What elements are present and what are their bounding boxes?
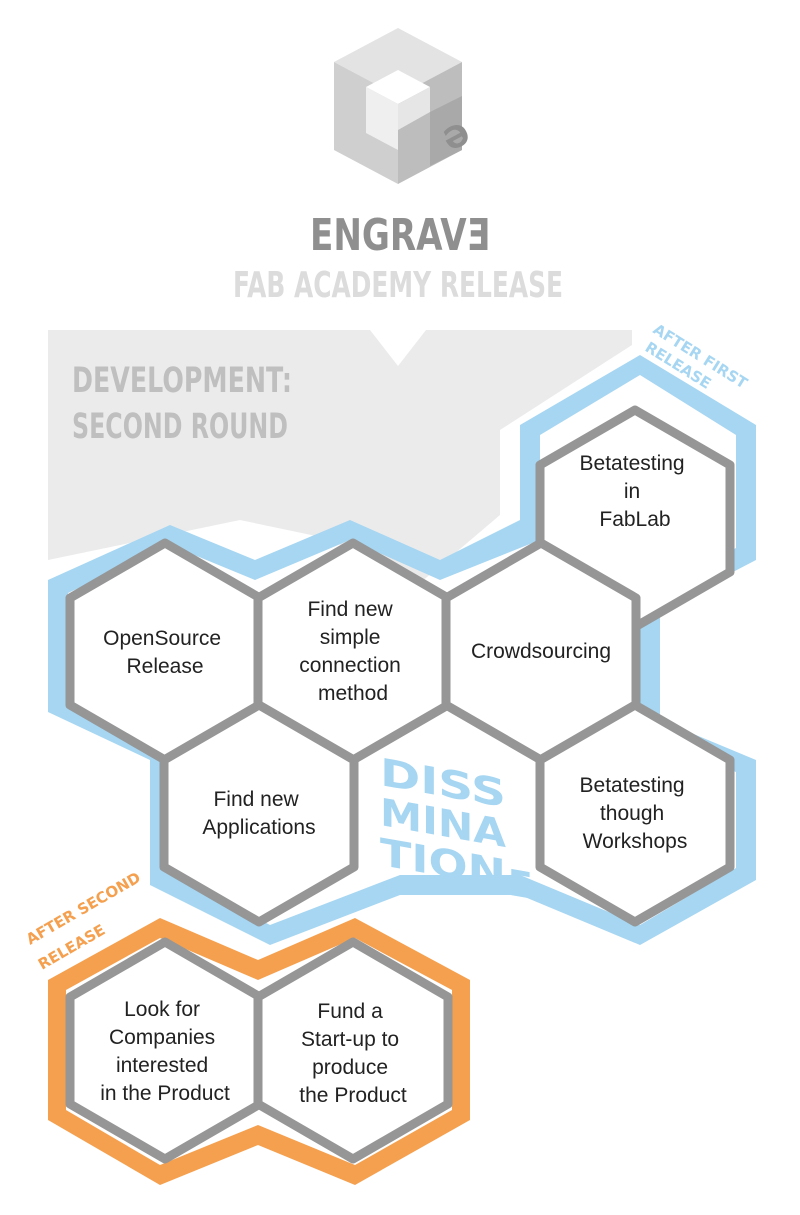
engrave-cube-logo-icon: Ə <box>334 28 476 184</box>
svg-text:Fund a Start-up to: Fund a Start-up to produce the Product <box>299 1000 407 1107</box>
hex-betatesting-workshops: Betatesting though Workshops <box>535 700 735 927</box>
development-title-line1: DEVELOPMENT: <box>72 361 292 401</box>
hex-label-line: Look for <box>124 998 200 1021</box>
hex-label-line: simple <box>320 626 381 649</box>
hex-fund-startup: Fund a Start-up to produce the Product <box>253 937 453 1164</box>
hex-label-line: Start-up to <box>301 1028 399 1051</box>
svg-text:Look for Companies: Look for Companies interested in the Pro… <box>100 998 230 1105</box>
hex-label-line: in the Product <box>100 1082 230 1105</box>
hex-label-line: Release <box>126 655 203 678</box>
hex-label-line: Fund a <box>317 1000 383 1023</box>
hex-label-line: OpenSource <box>103 627 221 650</box>
brand-title: ENGRAVƎ <box>310 210 490 261</box>
second-release-band <box>48 918 470 1185</box>
hex-find-applications: Find new Applications <box>159 700 359 927</box>
hex-label-line: Crowdsourcing <box>471 640 611 663</box>
svg-text:OpenSource Release: OpenSource Release <box>103 627 227 678</box>
development-title-line2: SECOND ROUND <box>72 407 288 447</box>
hex-label-line: interested <box>116 1054 208 1077</box>
hex-label-line: Betatesting <box>580 774 685 797</box>
dissemination-word: DISS MINA TION <box>380 750 506 897</box>
hex-label-line: Workshops <box>583 830 688 853</box>
hex-label-line: produce <box>312 1056 388 1079</box>
dissemination-word-extra: E <box>508 861 533 908</box>
svg-text:Find new simple co: Find new simple connection method <box>299 598 406 705</box>
hex-label-line: the Product <box>299 1084 407 1107</box>
hex-label-line: Find new <box>307 598 393 621</box>
hex-look-for-companies: Look for Companies interested in the Pro… <box>65 937 265 1164</box>
development-band <box>48 330 632 600</box>
hex-label-line: in <box>624 480 640 503</box>
hex-label-line: connection <box>299 654 401 677</box>
hex-label-line: FabLab <box>599 508 670 531</box>
brand-subtitle: FAB ACADEMY RELEASE <box>233 265 563 306</box>
hex-label-line: Applications <box>202 816 315 839</box>
hex-label-line: Companies <box>109 1026 215 1049</box>
hex-label-line: Find new <box>213 788 299 811</box>
svg-text:Betatesting though: Betatesting though Workshops <box>580 774 691 853</box>
svg-text:Find new Applications: Find new Applications <box>202 788 315 839</box>
hex-label-line: though <box>600 802 664 825</box>
svg-text:Betatesting in Fab: Betatesting in FabLab <box>580 452 691 531</box>
hex-label-line: method <box>318 682 388 705</box>
svg-text:Crowdsourcing: Crowdsourcing <box>471 640 611 663</box>
hex-label-line: Betatesting <box>580 452 685 475</box>
